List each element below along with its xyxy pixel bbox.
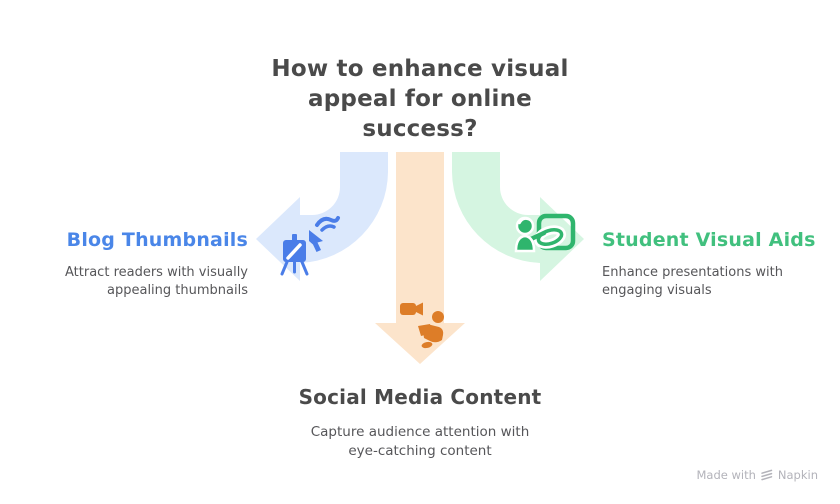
video-creator-icon <box>400 302 444 349</box>
desc-line: Attract readers with visually <box>65 265 248 280</box>
napkin-logo-icon <box>761 469 773 481</box>
watermark-brand: Napkin <box>777 468 818 482</box>
branch-heading-student-visual-aids: Student Visual Aids <box>602 229 816 251</box>
branch-heading-social-media-content: Social Media Content <box>298 385 542 409</box>
branch-social-media-content: Social Media Content Capture audience at… <box>260 386 580 461</box>
left-arrow-shape <box>256 152 388 281</box>
branch-student-visual-aids: Student Visual Aids Enhance presentation… <box>602 229 832 300</box>
desc-line: eye-catching content <box>348 443 492 459</box>
watermark-text: Made with <box>696 468 756 482</box>
napkin-watermark: Made with Napkin <box>697 468 819 482</box>
title-line: appeal for online <box>308 86 532 112</box>
desc-line: appealing thumbnails <box>107 283 248 298</box>
branch-heading-blog-thumbnails: Blog Thumbnails <box>66 229 248 251</box>
branch-description: Capture audience attention with eye-catc… <box>260 423 580 461</box>
branch-blog-thumbnails: Blog Thumbnails Attract readers with vis… <box>18 229 248 300</box>
page-title: How to enhance visual appeal for online … <box>250 54 590 144</box>
desc-line: Enhance presentations with <box>602 265 783 280</box>
desc-line: engaging visuals <box>602 283 712 298</box>
down-arrow-shape <box>375 152 465 364</box>
title-line: How to enhance visual <box>271 56 569 82</box>
branch-description: Enhance presentations with engaging visu… <box>602 264 832 300</box>
presenter-board-icon <box>514 213 576 253</box>
branch-description: Attract readers with visually appealing … <box>18 264 248 300</box>
title-line: success? <box>362 116 478 142</box>
desc-line: Capture audience attention with <box>310 424 530 440</box>
easel-cursor-icon <box>280 216 340 276</box>
